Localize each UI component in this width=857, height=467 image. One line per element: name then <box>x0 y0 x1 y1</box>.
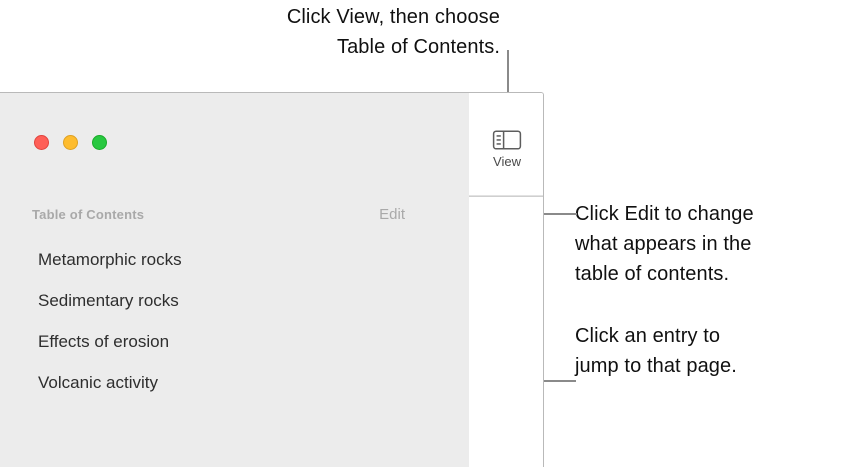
application-window: Table of Contents Edit Metamorphic rocks… <box>0 92 544 467</box>
edit-button[interactable]: Edit <box>379 206 405 223</box>
zoom-button[interactable] <box>92 135 107 150</box>
toc-entry[interactable]: Effects of erosion <box>38 332 170 351</box>
toc-entry[interactable]: Metamorphic rocks <box>38 250 182 269</box>
window-traffic-lights <box>34 135 107 150</box>
callout-entry-instructions: Click an entry to jump to that page. <box>575 325 737 377</box>
toc-title: Table of Contents <box>32 207 145 222</box>
toolbar-divider <box>469 196 543 197</box>
minimize-button[interactable] <box>63 135 78 150</box>
window-toolbar: View <box>469 93 543 196</box>
callout-edit-instructions: Click Edit to change what appears in the… <box>575 203 754 285</box>
toc-header-row: Table of Contents Edit <box>0 205 469 225</box>
view-toolbar-button[interactable]: View <box>474 129 540 169</box>
toc-entry[interactable]: Sedimentary rocks <box>38 291 179 310</box>
table-of-contents-sidebar: Table of Contents Edit Metamorphic rocks… <box>0 93 469 467</box>
toc-entry-list: Metamorphic rocks Sedimentary rocks Effe… <box>0 239 469 403</box>
view-button-label: View <box>493 154 521 169</box>
sidebar-panel-icon <box>492 130 522 150</box>
close-button[interactable] <box>34 135 49 150</box>
callout-view-menu: Click View, then choose Table of Content… <box>286 6 500 58</box>
toc-entry[interactable]: Volcanic activity <box>38 373 158 392</box>
